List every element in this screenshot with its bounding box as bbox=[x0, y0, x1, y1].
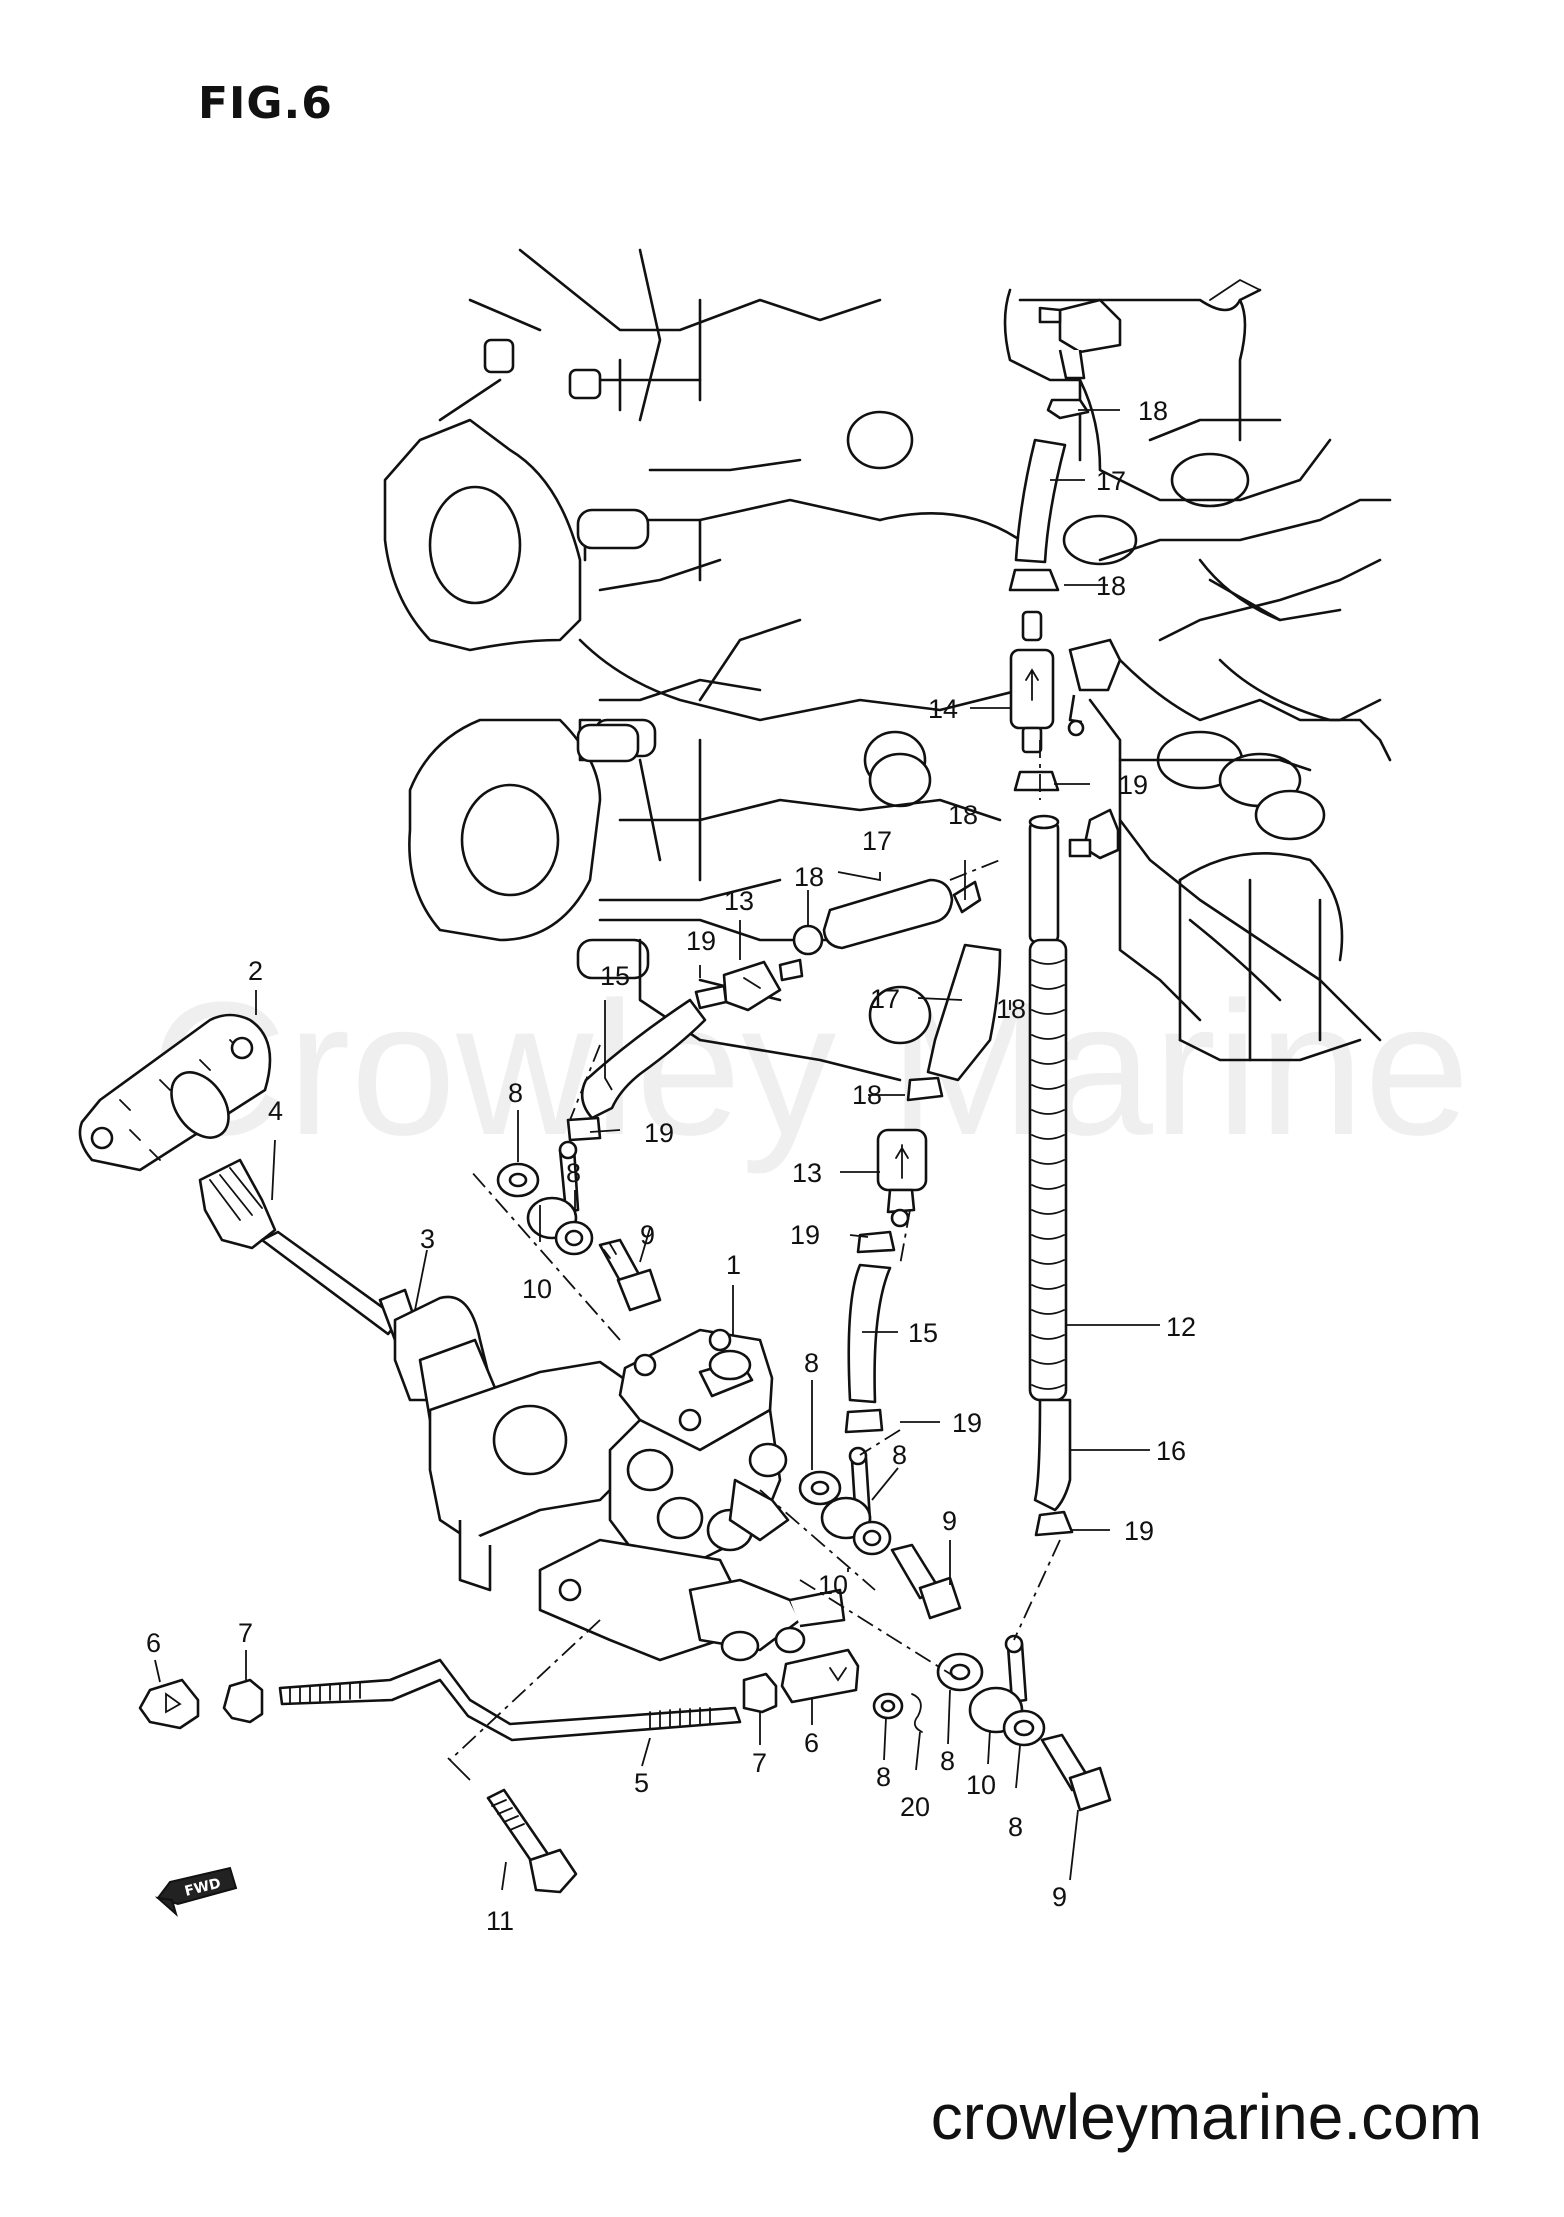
engine-block-outline bbox=[383, 248, 1392, 1082]
callout-19: 19 bbox=[952, 1408, 982, 1438]
figure-title: FIG.6 bbox=[198, 78, 333, 129]
callout-9: 9 bbox=[942, 1506, 957, 1536]
callout-19: 19 bbox=[790, 1220, 820, 1250]
callout-13: 13 bbox=[724, 886, 754, 916]
right-banjo-fitting-assembly bbox=[798, 1446, 962, 1620]
callout-8: 8 bbox=[804, 1348, 819, 1378]
leader-lines bbox=[154, 409, 1160, 1891]
callout-6: 6 bbox=[804, 1728, 819, 1758]
callout-19: 19 bbox=[1118, 770, 1148, 800]
callout-15: 15 bbox=[600, 961, 630, 991]
callout-20: 20 bbox=[900, 1792, 930, 1822]
lower-banjo-fitting-assembly bbox=[936, 1634, 1112, 1812]
callout-8: 8 bbox=[1008, 1812, 1023, 1842]
callout-7: 7 bbox=[752, 1748, 767, 1778]
callout-16: 16 bbox=[1156, 1436, 1186, 1466]
callout-8: 8 bbox=[892, 1440, 907, 1470]
callout-10: 10 bbox=[818, 1570, 848, 1600]
gasket-and-drive-assembly bbox=[78, 1013, 642, 1592]
callout-18: 18 bbox=[852, 1080, 882, 1110]
callout-14: 14 bbox=[928, 694, 958, 724]
callout-5: 5 bbox=[634, 1768, 649, 1798]
callout-18: 18 bbox=[794, 862, 824, 892]
callout-4: 4 bbox=[268, 1096, 283, 1126]
callout-1: 1 bbox=[726, 1250, 741, 1280]
callout-15: 15 bbox=[908, 1318, 938, 1348]
callout-19: 19 bbox=[686, 926, 716, 956]
callout-17: 17 bbox=[1096, 466, 1126, 496]
callout-6: 6 bbox=[146, 1628, 161, 1658]
callout-9: 9 bbox=[640, 1220, 655, 1250]
callout-2: 2 bbox=[248, 956, 263, 986]
footer-url[interactable]: crowleymarine.com bbox=[930, 2081, 1482, 2153]
callout-11: 11 bbox=[486, 1906, 514, 1936]
callout-17: 17 bbox=[870, 984, 900, 1014]
callout-labels: 18 17 18 14 19 18 17 18 13 19 15 17 18 1… bbox=[146, 396, 1196, 1936]
callout-8: 8 bbox=[566, 1158, 581, 1188]
callout-18: 18 bbox=[1138, 396, 1168, 426]
upper-fuel-line-assembly bbox=[1008, 298, 1122, 860]
callout-10: 10 bbox=[966, 1770, 996, 1800]
callout-10: 10 bbox=[522, 1274, 552, 1304]
corrugated-hose-assembly bbox=[1028, 814, 1074, 1537]
control-linkage-assembly bbox=[138, 740, 1061, 1894]
fwd-direction-indicator: FWD bbox=[154, 1866, 238, 1918]
middle-fuel-filter-assembly bbox=[566, 878, 1002, 1434]
left-banjo-fitting-assembly bbox=[496, 1140, 662, 1312]
callout-19: 19 bbox=[644, 1118, 674, 1148]
callout-12: 12 bbox=[1166, 1312, 1196, 1342]
callout-9: 9 bbox=[1052, 1882, 1067, 1912]
callout-13: 13 bbox=[792, 1158, 822, 1188]
callout-18: 18 bbox=[996, 994, 1026, 1024]
callout-17: 17 bbox=[862, 826, 892, 856]
callout-8: 8 bbox=[940, 1746, 955, 1776]
callout-8: 8 bbox=[508, 1078, 523, 1108]
callout-7: 7 bbox=[238, 1618, 253, 1648]
callout-8: 8 bbox=[876, 1762, 891, 1792]
callout-19: 19 bbox=[1124, 1516, 1154, 1546]
callout-18: 18 bbox=[1096, 571, 1126, 601]
callout-18: 18 bbox=[948, 800, 978, 830]
callout-3: 3 bbox=[420, 1224, 435, 1254]
